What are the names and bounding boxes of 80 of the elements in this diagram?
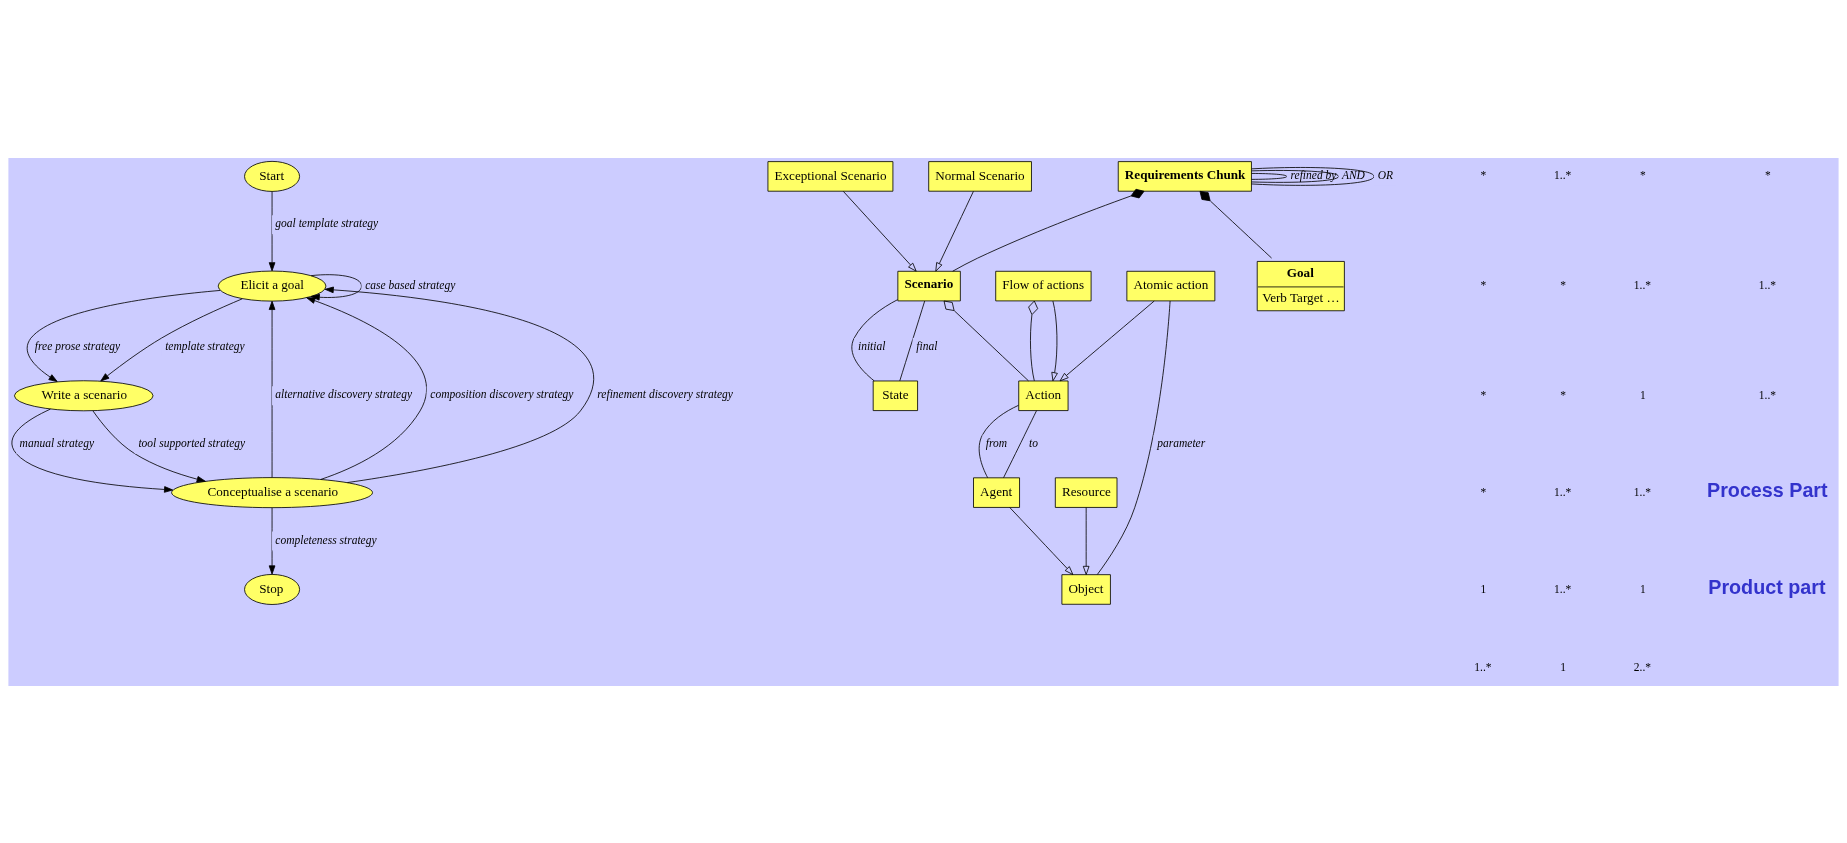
arrow	[11, 408, 174, 493]
node-box: Agent	[973, 476, 1020, 508]
arrow	[268, 190, 276, 271]
edge-label: composition discovery strategy	[430, 387, 574, 400]
edge-label: to	[1029, 436, 1038, 449]
label: *	[1480, 168, 1487, 181]
edge-label: template strategy	[165, 339, 245, 352]
connector	[1028, 300, 1039, 381]
edge-label: tool supported strategy	[138, 436, 246, 449]
label: *	[1560, 388, 1566, 401]
label: 1..*	[1633, 485, 1652, 498]
label: 1..*	[1554, 582, 1572, 595]
connector	[1251, 169, 1340, 183]
arrow	[268, 300, 276, 478]
connector	[978, 404, 1019, 478]
label: *	[1640, 168, 1646, 181]
node-ellipse: Start	[244, 160, 300, 192]
label: Process Part	[1707, 478, 1828, 501]
label: *	[1480, 388, 1487, 401]
edge-label: parameter	[1157, 436, 1206, 449]
label: 1	[1480, 582, 1487, 595]
label: *	[1480, 485, 1487, 498]
edge-label: goal template strategy	[275, 216, 379, 229]
node-box: Object	[1061, 573, 1111, 605]
label: 1	[1640, 582, 1646, 595]
label: 1..*	[1758, 278, 1777, 291]
node-ellipse: Stop	[244, 573, 300, 605]
arrow	[1009, 506, 1074, 575]
arrow	[268, 507, 276, 574]
node-box: Scenario	[897, 270, 961, 301]
arrow	[1051, 300, 1058, 381]
node-box: Normal Scenario	[928, 160, 1032, 192]
label: *	[1765, 168, 1771, 181]
node-box: Requirements Chunk	[1117, 160, 1252, 192]
connector	[943, 300, 1029, 381]
node-box: Atomic action	[1126, 270, 1216, 301]
edge-label: refinement discovery strategy	[597, 387, 733, 400]
arrow	[1059, 300, 1155, 381]
edge-label: final	[916, 339, 938, 352]
connector	[899, 300, 926, 381]
connector	[1199, 190, 1272, 258]
label: 1..*	[1758, 388, 1777, 401]
label: 1..*	[1554, 168, 1572, 181]
label: Product part	[1708, 575, 1826, 598]
node-box: Resource	[1054, 476, 1118, 508]
label: 1..*	[1633, 278, 1652, 291]
node-box: Action	[1018, 380, 1069, 411]
connector	[1003, 409, 1037, 478]
node-ellipse: Write a scenario	[14, 379, 154, 411]
arrow	[100, 297, 243, 381]
edge-label: alternative discovery strategy	[275, 387, 413, 400]
label: 1..*	[1474, 660, 1492, 673]
arrow	[306, 296, 427, 480]
arrow	[26, 289, 221, 382]
node-box: State	[872, 380, 918, 411]
node-box: Flow of actions	[995, 270, 1092, 301]
label: 1	[1640, 388, 1646, 401]
connector	[952, 188, 1145, 272]
arrow	[310, 273, 362, 301]
edge-label: OR	[1377, 168, 1394, 181]
arrow	[935, 190, 974, 272]
edge-label: from	[985, 436, 1008, 449]
edge-label: completeness strategy	[275, 533, 377, 546]
node-box: Exceptional Scenario	[767, 160, 894, 192]
arrow	[842, 190, 917, 272]
arrow	[92, 410, 206, 482]
connector	[1097, 300, 1171, 575]
label: *	[1480, 278, 1487, 291]
edge-label: manual strategy	[19, 436, 95, 449]
arrow	[324, 286, 594, 483]
edge-label: free prose strategy	[34, 339, 121, 352]
arrow	[1082, 506, 1090, 575]
edge-label: case based strategy	[365, 278, 456, 291]
label: *	[1560, 278, 1566, 291]
label: 1	[1560, 660, 1566, 673]
label: 2..*	[1633, 660, 1652, 673]
connector	[1251, 172, 1288, 180]
edge-label: AND	[1341, 168, 1365, 181]
label: 1..*	[1554, 485, 1572, 498]
edge-label: initial	[857, 339, 886, 352]
